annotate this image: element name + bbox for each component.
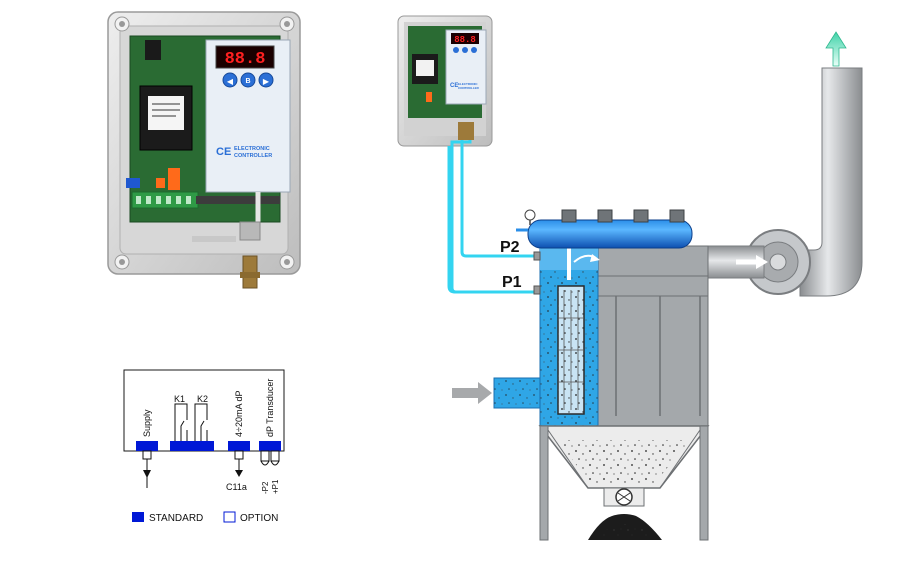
pressure-gauge-icon [524, 209, 536, 221]
pulse-valves [561, 209, 685, 223]
terminal-supply [136, 441, 158, 451]
panel-label-line2: CONTROLLER [234, 153, 272, 159]
small-ce-mark: CE [450, 83, 458, 89]
button-left [222, 72, 238, 88]
k2-label: K2 [197, 394, 208, 404]
minus-p2-label: -P2 [261, 481, 270, 494]
legend-option-swatch [223, 511, 236, 523]
led-display [215, 45, 275, 69]
p2-label: P2 [500, 239, 520, 256]
c11a-label: C11a [226, 482, 247, 492]
terminal-transducer [259, 441, 281, 451]
tube-routing [447, 146, 537, 294]
supply-label: Supply [142, 409, 152, 437]
button-right [258, 72, 274, 88]
button-center [240, 72, 256, 88]
controller-enclosure-small: 88.8 CE ELECTRONIC CONTROLLER [397, 15, 493, 147]
analog-output-label: 4÷20mA dP [234, 391, 244, 437]
transducer-label: dP Transducer [265, 379, 275, 437]
tube-p2 [460, 140, 538, 258]
compressed-air-manifold [527, 219, 693, 249]
plus-p1-label: +P1 [271, 479, 280, 494]
ce-mark: CE [216, 146, 231, 158]
controller-enclosure-photo: 88.8 ◀ B ▶ CE ELECTRONIC CONTROLLER [107, 11, 301, 289]
legend-standard-label: STANDARD [149, 513, 203, 524]
exhaust-stack [799, 67, 863, 297]
wiring-frame [123, 369, 285, 452]
filter-unit [452, 31, 863, 541]
small-display-readout: 88.8 [454, 35, 476, 45]
terminal-relays [170, 441, 214, 451]
inlet-arrow-icon [452, 382, 492, 404]
legend-option-label: OPTION [240, 513, 278, 524]
p1-label: P1 [502, 274, 522, 291]
k1-label: K1 [174, 394, 185, 404]
legend-standard-swatch [132, 512, 144, 522]
display-readout: 88.8 [225, 50, 266, 69]
panel-label-line1: ELECTRONIC [234, 146, 270, 152]
filter-housing-body [595, 275, 709, 427]
legend: STANDARD OPTION [132, 511, 278, 524]
right-arrow-icon: ▶ [263, 77, 270, 86]
small-label-line1: ELECTRONIC [458, 82, 478, 86]
left-arrow-icon: ◀ [227, 77, 234, 86]
small-label-line2: CONTROLLER [458, 86, 480, 90]
terminal-analog-out [228, 441, 250, 451]
wiring-diagram: Supply K1 K2 4÷20mA dP dP Transducer C11… [123, 369, 285, 494]
button-center-label: B [245, 78, 250, 85]
exhaust-arrow-icon [825, 31, 847, 67]
relay-contacts [174, 403, 208, 441]
